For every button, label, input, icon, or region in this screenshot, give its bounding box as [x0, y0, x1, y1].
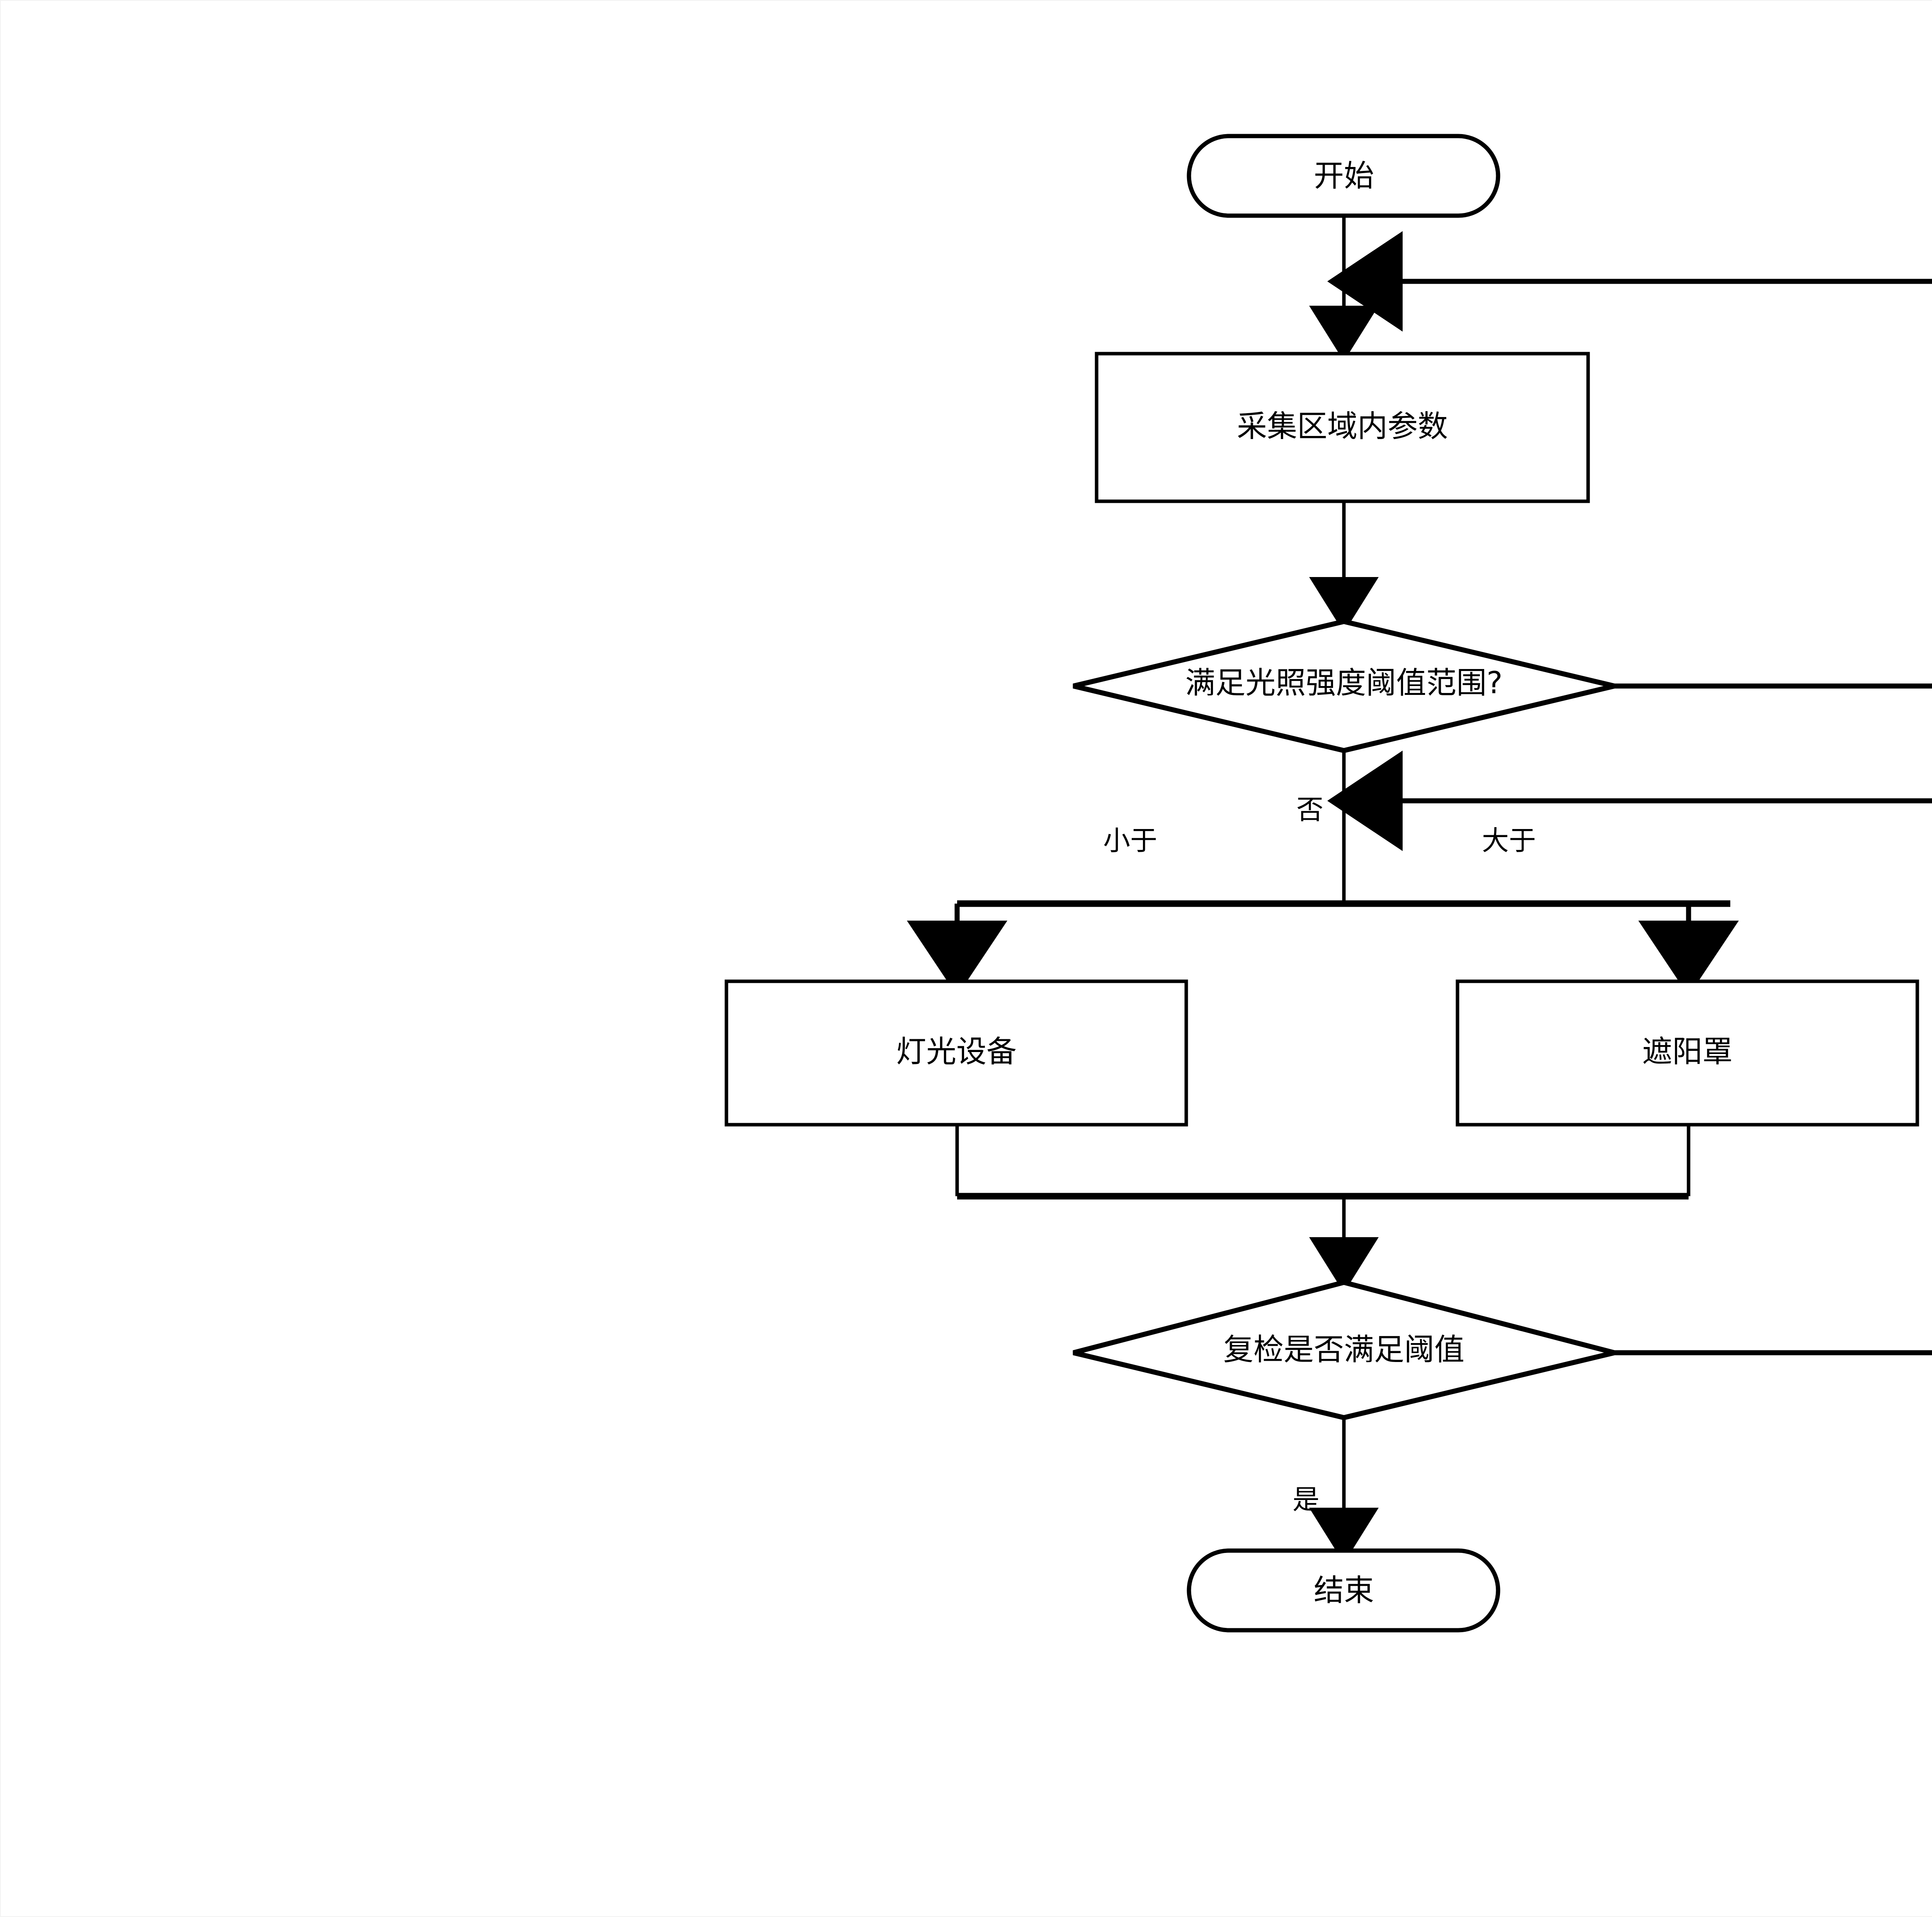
- node-end[interactable]: 结束: [1187, 1548, 1500, 1633]
- edge-label-no-branch: 否: [1296, 794, 1323, 826]
- node-sun-shade[interactable]: 遮阳罩: [1456, 979, 1919, 1127]
- edge-check-yes-loop: [1327, 231, 1932, 689]
- edge-label-yes-end: 是: [1293, 1484, 1320, 1515]
- edge-check-no-split: [907, 751, 1739, 996]
- node-start[interactable]: 开始: [1187, 134, 1500, 218]
- node-end-label: 结束: [1314, 1573, 1374, 1608]
- edge-branches-to-recheck: [955, 1125, 1690, 1293]
- node-decision-threshold-label: 满足光照强度阈值范围?: [1185, 666, 1502, 700]
- node-sun-shade-label: 遮阳罩: [1642, 1034, 1733, 1069]
- edge-label-less-than: 小于: [1103, 825, 1157, 856]
- edge-label-greater-than: 大于: [1482, 825, 1536, 856]
- node-collect-params[interactable]: 采集区域内参数: [1095, 352, 1590, 503]
- node-decision-recheck-label: 复检是否满足阈值: [1223, 1332, 1464, 1367]
- node-collect-params-label: 采集区域内参数: [1237, 409, 1448, 444]
- node-light-device-label: 灯光设备: [896, 1034, 1017, 1069]
- node-decision-threshold[interactable]: 满足光照强度阈值范围?: [1073, 619, 1615, 753]
- node-start-label: 开始: [1314, 158, 1374, 193]
- node-light-device[interactable]: 灯光设备: [724, 979, 1188, 1127]
- edge-recheck-no-loop: [1327, 751, 1932, 1355]
- node-decision-recheck[interactable]: 复检是否满足阈值: [1073, 1280, 1615, 1420]
